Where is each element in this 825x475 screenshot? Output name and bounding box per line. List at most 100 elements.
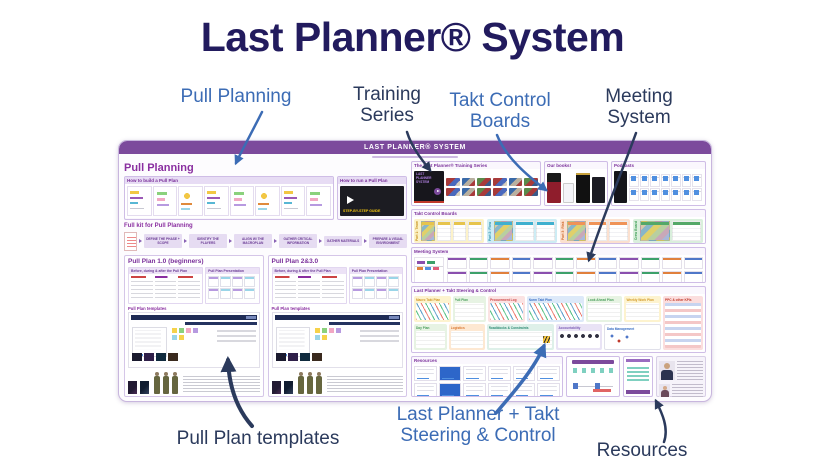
card-day-plan[interactable]: Day Plan [414,324,447,350]
slide-thumbnail[interactable] [375,276,387,287]
pull-plan-template-screenshot[interactable] [271,312,403,368]
episode-video-thumbnail[interactable] [508,188,523,196]
podcast-episode-card[interactable] [660,187,671,201]
slide-thumbnail[interactable] [280,186,306,216]
card-weekly-work-plan[interactable]: Weekly Work Plan [624,296,662,322]
resource-thumbnail[interactable] [488,366,511,381]
document-thumbnail[interactable] [683,271,703,282]
slide-thumbnail[interactable] [220,276,232,287]
takt-board-thumbnail[interactable] [452,221,467,242]
document-thumbnail[interactable] [511,271,531,282]
takt-board-thumbnail[interactable] [468,221,482,242]
resource-thumbnail[interactable] [512,366,536,381]
training-video-thumbnail[interactable]: LAST PLANNER SYSTEM [414,171,444,203]
image-thumbnail[interactable] [271,381,281,394]
takt-board-thumbnail[interactable] [588,221,607,242]
podcast-episode-card[interactable] [629,187,639,201]
image-thumbnail[interactable] [283,381,293,394]
document-thumbnail[interactable] [683,257,703,269]
slide-thumbnail[interactable] [208,276,220,287]
podcast-episode-card[interactable] [681,187,692,201]
card-look-ahead-plan[interactable]: Look Ahead Plan [585,296,623,322]
episode-video-thumbnail[interactable] [508,178,523,186]
takt-board-thumbnail[interactable] [515,221,534,242]
slide-thumbnail[interactable] [351,288,363,299]
podcast-episode-card[interactable] [639,187,650,201]
card-pull-plan[interactable]: Pull Plan [452,296,487,322]
slide-thumbnail[interactable] [152,186,178,216]
podcast-episode-card[interactable] [650,187,660,201]
slide-thumbnail[interactable] [363,288,375,299]
card-logistics[interactable]: Logistics [448,324,485,350]
episode-video-thumbnail[interactable] [446,188,460,196]
resource-thumbnail[interactable] [414,383,437,396]
podcast-episode-card[interactable] [639,173,650,187]
about-us-card[interactable] [656,356,706,397]
takt-board-thumbnail[interactable] [436,221,451,242]
slide-thumbnail[interactable] [244,288,256,299]
podcast-episode-card[interactable] [671,173,681,187]
document-thumbnail[interactable] [447,257,467,269]
episode-video-thumbnail[interactable] [524,178,539,186]
episode-video-thumbnail[interactable] [524,188,539,196]
document-thumbnail[interactable] [490,257,510,269]
episode-video-thumbnail[interactable] [493,188,507,196]
podcast-cover[interactable] [614,171,627,203]
resource-thumbnail[interactable] [537,366,561,381]
takt-board-thumbnail[interactable] [494,221,513,242]
card-macro-takt-plan[interactable]: Macro Takt Plan [414,296,451,322]
podcast-episode-card[interactable] [650,173,660,187]
slide-thumbnail[interactable] [306,186,331,216]
takt-board-thumbnail[interactable] [609,221,628,242]
document-thumbnail[interactable] [533,271,553,282]
card-accountability[interactable]: Accountability [556,324,602,350]
slide-thumbnail[interactable] [203,186,229,216]
document-thumbnail[interactable] [554,257,574,269]
podcast-episode-card[interactable] [692,187,702,201]
slide-thumbnail[interactable] [387,276,399,287]
slide-thumbnail[interactable] [208,288,220,299]
pull-plan-template-screenshot[interactable] [128,312,260,368]
book-cover[interactable] [547,173,561,203]
document-thumbnail[interactable] [447,271,467,282]
takt-board-thumbnail[interactable] [536,221,555,242]
episode-video-thumbnail[interactable] [461,178,476,186]
document-thumbnail[interactable] [576,271,596,282]
document-thumbnail[interactable] [619,271,639,282]
process-diagram-panel[interactable] [566,356,620,397]
document-thumbnail[interactable] [640,271,660,282]
image-thumbnail[interactable] [128,381,137,394]
takt-board-thumbnail[interactable] [421,221,435,242]
slide-thumbnail[interactable] [220,288,232,299]
slide-thumbnail[interactable] [363,276,375,287]
podcast-episode-card[interactable] [660,173,671,187]
episode-video-thumbnail[interactable] [477,178,492,186]
card-procurement-log[interactable]: Procurement Log [488,296,525,322]
resource-thumbnail[interactable] [463,383,487,396]
slide-thumbnail[interactable] [351,276,363,287]
slide-thumbnail[interactable] [375,288,387,299]
resource-thumbnail[interactable] [463,366,487,381]
slide-thumbnail[interactable] [255,186,280,216]
slide-thumbnail[interactable] [229,186,255,216]
image-thumbnail[interactable] [140,381,149,394]
slide-thumbnail[interactable] [232,276,244,287]
episode-video-thumbnail[interactable] [446,178,460,186]
takt-board-thumbnail[interactable] [567,221,586,242]
resource-thumbnail[interactable] [488,383,511,396]
episode-video-thumbnail[interactable] [461,188,476,196]
resource-thumbnail[interactable] [537,383,561,396]
slide-thumbnail[interactable] [127,186,152,216]
meeting-flowchart-thumbnail[interactable] [414,257,444,282]
resource-thumbnail[interactable] [414,366,437,381]
takt-board-thumbnail[interactable] [671,221,701,242]
document-thumbnail[interactable] [490,271,510,282]
document-thumbnail[interactable] [619,257,639,269]
resource-thumbnail[interactable] [512,383,536,396]
document-thumbnail[interactable] [533,257,553,269]
book-cover[interactable] [592,177,605,203]
document-thumbnail[interactable] [597,257,617,269]
podcast-episode-card[interactable] [692,173,702,187]
card-norm-takt-plan[interactable]: Norm Takt Plan [526,296,584,322]
document-thumbnail[interactable] [597,271,617,282]
